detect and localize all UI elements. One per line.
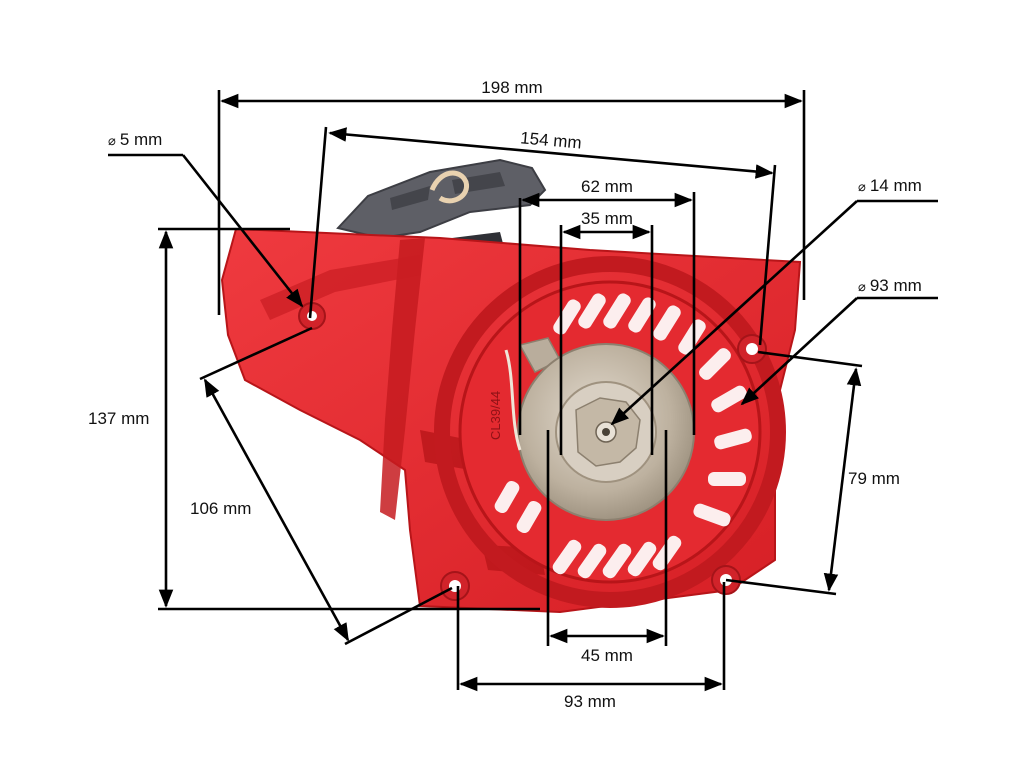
starter-housing [220, 227, 802, 614]
label-diagonal-hole-spacing: 106 mm [190, 499, 251, 518]
dimension-labels: 198 mm 154 mm ⌀5 mm 62 mm 35 mm ⌀14 mm ⌀… [88, 78, 922, 711]
label-hole-diameter-ring: ⌀93 mm [858, 276, 922, 295]
dimension-lines [108, 90, 938, 692]
label-hole-diameter-center: ⌀14 mm [858, 176, 922, 195]
label-overall-height: 137 mm [88, 409, 149, 428]
label-pulley-inner: 35 mm [581, 209, 633, 228]
label-overall-width: 198 mm [481, 78, 542, 97]
label-bottom-hole-spacing: 93 mm [564, 692, 616, 711]
label-right-hole-spacing: 79 mm [848, 469, 900, 488]
label-lower-inner: 45 mm [581, 646, 633, 665]
part-marking: CL39/44 [488, 391, 503, 440]
mounting-hole-bottom-left [440, 571, 470, 601]
mounting-hole-top-right [737, 334, 767, 364]
label-hole-diameter-small: ⌀5 mm [108, 130, 162, 149]
label-pulley-outer: 62 mm [581, 177, 633, 196]
label-handle-to-hole-width: 154 mm [520, 128, 583, 152]
